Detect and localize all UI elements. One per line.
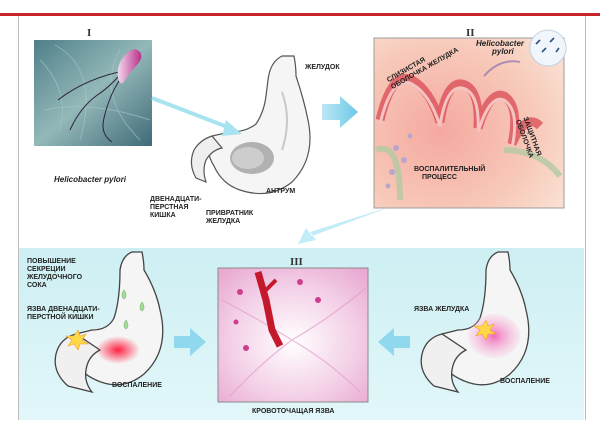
- antrum-texture: [230, 142, 274, 174]
- stage-number-2: II: [466, 27, 475, 39]
- gastric-ulcer-stomach: [420, 251, 530, 394]
- bacterium-icon: [117, 49, 142, 84]
- ulcer-burst-icon: [65, 329, 89, 351]
- gastric-ulcer-label: ЯЗВА ЖЕЛУДКА: [414, 306, 470, 313]
- inflammation-right-label: ВОСПАЛЕНИЕ: [500, 378, 550, 385]
- diagram-frame: [18, 16, 586, 420]
- arrow-head-icon: [222, 120, 242, 136]
- header-rule: [0, 13, 600, 16]
- inflammation-left-label: ВОСПАЛЕНИЕ: [112, 382, 162, 389]
- mucosa-panel: [373, 29, 567, 209]
- micrograph-panel: [34, 40, 152, 146]
- bacteria-label: Helicobacter pylori: [476, 39, 525, 56]
- arrow-left-icon: [378, 328, 410, 356]
- arrow-down-left-icon: [298, 208, 386, 244]
- inflammation-process-label: ВОСПАЛИТЕЛЬНЫЙ ПРОЦЕСС: [414, 166, 486, 181]
- secretion-label: ПОВЫШЕНИЕ СЕКРЕЦИИ ЖЕЛУДОЧНОГО СОКА: [27, 258, 83, 289]
- duodenal-ulcer-stomach: [54, 251, 164, 394]
- stomach-illustration: [190, 55, 311, 195]
- bleeding-ulcer-panel: [217, 267, 369, 403]
- bacteria-caption: Helicobacter pylori: [54, 175, 127, 184]
- stage-number-1: I: [87, 27, 92, 39]
- duodenum-label: ДВЕНАДЦАТИ- ПЕРСТНАЯ КИШКА: [150, 196, 202, 219]
- flow-arrows: [151, 96, 410, 356]
- stage-number-3: III: [290, 256, 303, 268]
- bleeding-ulcer-label: КРОВОТОЧАЩАЯ ЯЗВА: [252, 408, 335, 415]
- stomach-label: ЖЕЛУДОК: [305, 64, 340, 71]
- pylorus-label: ПРИВРАТНИК ЖЕЛУДКА: [206, 210, 254, 225]
- antrum-label: АНТРУМ: [266, 188, 296, 195]
- ulcer-burst-icon: [473, 319, 497, 341]
- arrow-right-icon: [174, 328, 206, 356]
- arrow-right-icon: [322, 96, 358, 128]
- bacteria-cluster-icon: [529, 29, 567, 67]
- duodenal-ulcer-label: ЯЗВА ДВЕНАДЦАТИ- ПЕРСТНОЙ КИШКИ: [27, 306, 100, 321]
